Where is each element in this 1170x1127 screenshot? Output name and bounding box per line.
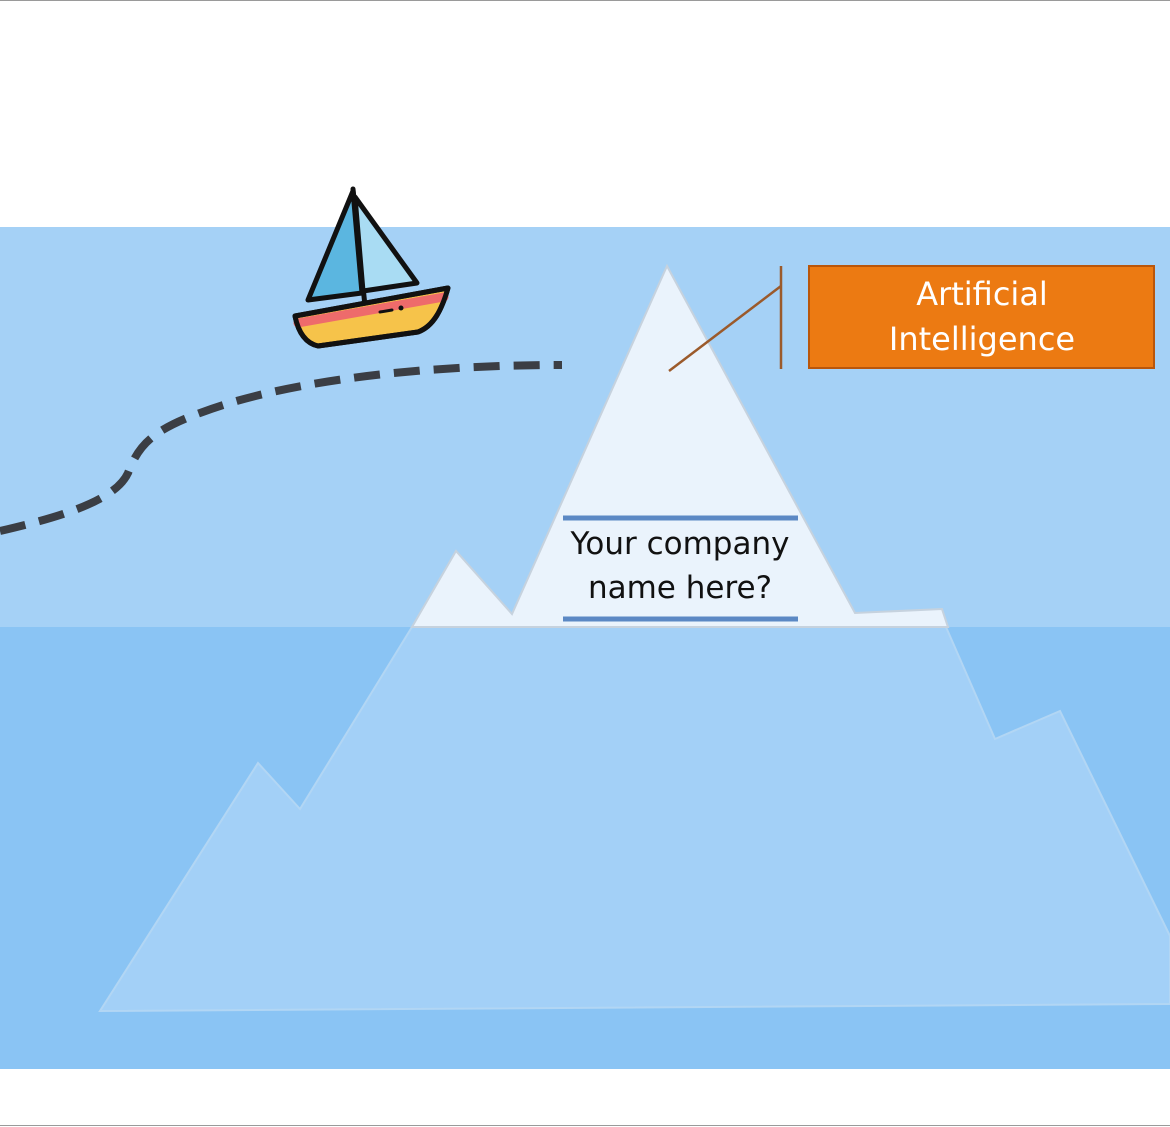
company-label-line1: Your company <box>570 526 790 562</box>
flag-label-line1: Artificial <box>916 275 1048 313</box>
flag-label-line2: Intelligence <box>889 320 1075 358</box>
company-label-line2: name here? <box>588 570 772 606</box>
flag-box <box>808 265 1155 369</box>
flag-connector <box>668 285 782 372</box>
sailboat-icon <box>292 186 451 349</box>
iceberg-tip <box>410 263 950 628</box>
boat-route-path <box>0 361 563 535</box>
iceberg-underwater <box>98 626 1170 1013</box>
